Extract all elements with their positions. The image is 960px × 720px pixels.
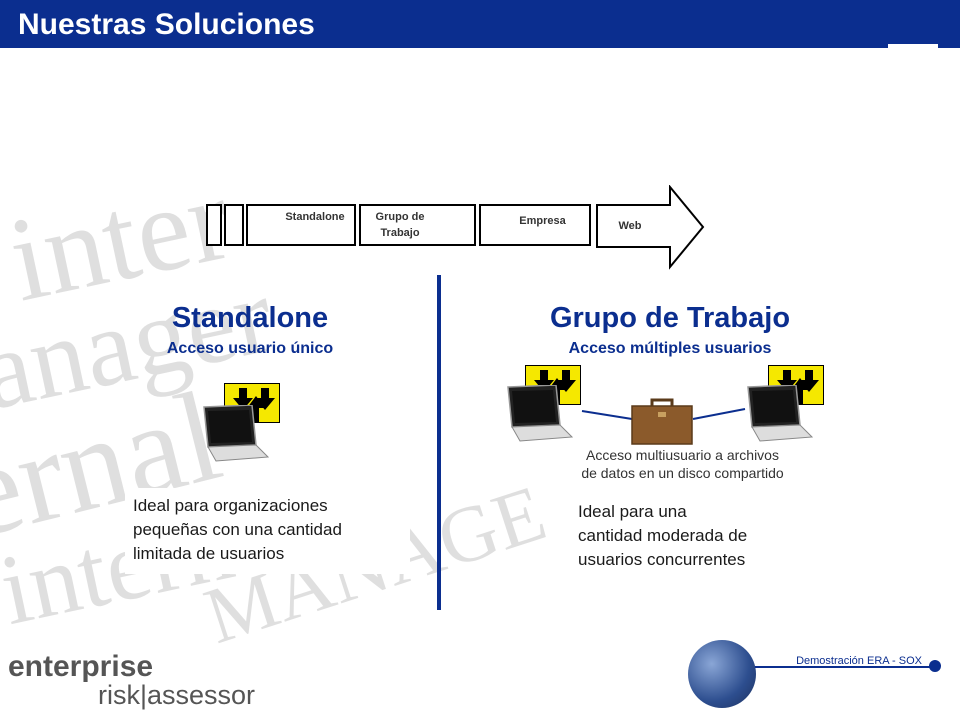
standalone-desc-line-1: Ideal para organizaciones [133, 496, 328, 515]
laptop-icon [203, 405, 270, 462]
laptop-icon-left [507, 385, 574, 442]
title-corner-accent [888, 44, 938, 48]
stages-arrow-graphic [206, 185, 705, 270]
grupo-title: Grupo de Trabajo [549, 302, 791, 334]
grupo-desc-line-1: Ideal para una [578, 502, 687, 521]
solution-stages-diagram: Standalone Grupo de Trabajo Empresa Web [205, 185, 705, 270]
globe-graphic [688, 640, 756, 708]
column-divider [437, 275, 441, 610]
grupo-subtitle: Acceso múltiples usuarios [568, 340, 772, 357]
footer-rule [755, 666, 935, 668]
title-bar: Nuestras Soluciones [0, 0, 960, 48]
logo-line-2: risk|assessor [98, 680, 256, 710]
network-connection-lines [581, 408, 746, 420]
footer-label: Demostración ERA - SOX [796, 655, 922, 667]
standalone-desc-line-3: limitada de usuarios [133, 544, 285, 563]
page-title: Nuestras Soluciones [18, 8, 315, 41]
briefcase-icon [631, 398, 693, 445]
grupo-description: Ideal para una cantidad moderada de usua… [570, 500, 810, 572]
logo-line-1: enterprise [8, 650, 154, 683]
laptop-icon-right [747, 385, 814, 442]
stage-empresa-label: Empresa [519, 215, 566, 227]
shared-disk-note-line-2: de datos en un disco compartido [581, 465, 784, 481]
footer-dot [929, 660, 941, 672]
standalone-description: Ideal para organizaciones pequeñas con u… [125, 488, 410, 574]
standalone-desc-line-2: pequeñas con una cantidad [133, 520, 342, 539]
company-logo: enterprise risk|assessor [8, 650, 255, 711]
stage-web-label: Web [618, 220, 642, 232]
stage-grupo-label-2: Trabajo [380, 227, 420, 239]
standalone-subtitle: Acceso usuario único [166, 340, 334, 357]
stage-standalone-label: Standalone [285, 211, 345, 223]
standalone-title: Standalone [171, 302, 329, 334]
grupo-desc-line-2: cantidad moderada de [578, 526, 748, 545]
stage-grupo-label-1: Grupo de [375, 211, 425, 223]
shared-disk-note: Acceso multiusuario a archivos de datos … [555, 446, 810, 482]
grupo-desc-line-3: usuarios concurrentes [578, 550, 746, 569]
shared-disk-note-line-1: Acceso multiusuario a archivos [586, 447, 779, 463]
